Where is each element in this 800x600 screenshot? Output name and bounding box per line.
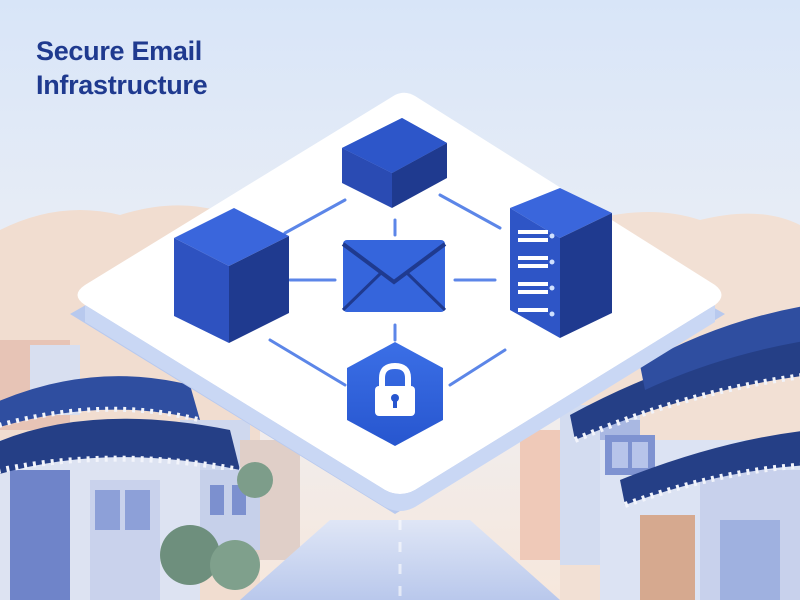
hanok-house-right xyxy=(570,306,800,600)
page-title: Secure Email Infrastructure xyxy=(36,34,208,102)
hanok-house-left xyxy=(0,376,260,600)
cube-icon xyxy=(342,118,447,208)
server-rack-icon xyxy=(510,188,612,338)
padlock-icon xyxy=(347,342,443,446)
street xyxy=(240,520,560,600)
bush-left xyxy=(160,462,273,590)
page-title-line-1: Secure Email xyxy=(36,36,202,66)
connector-lines xyxy=(268,193,507,387)
page-title-line-2: Infrastructure xyxy=(36,70,208,100)
cube-icon xyxy=(174,208,289,343)
envelope-icon xyxy=(341,240,447,312)
